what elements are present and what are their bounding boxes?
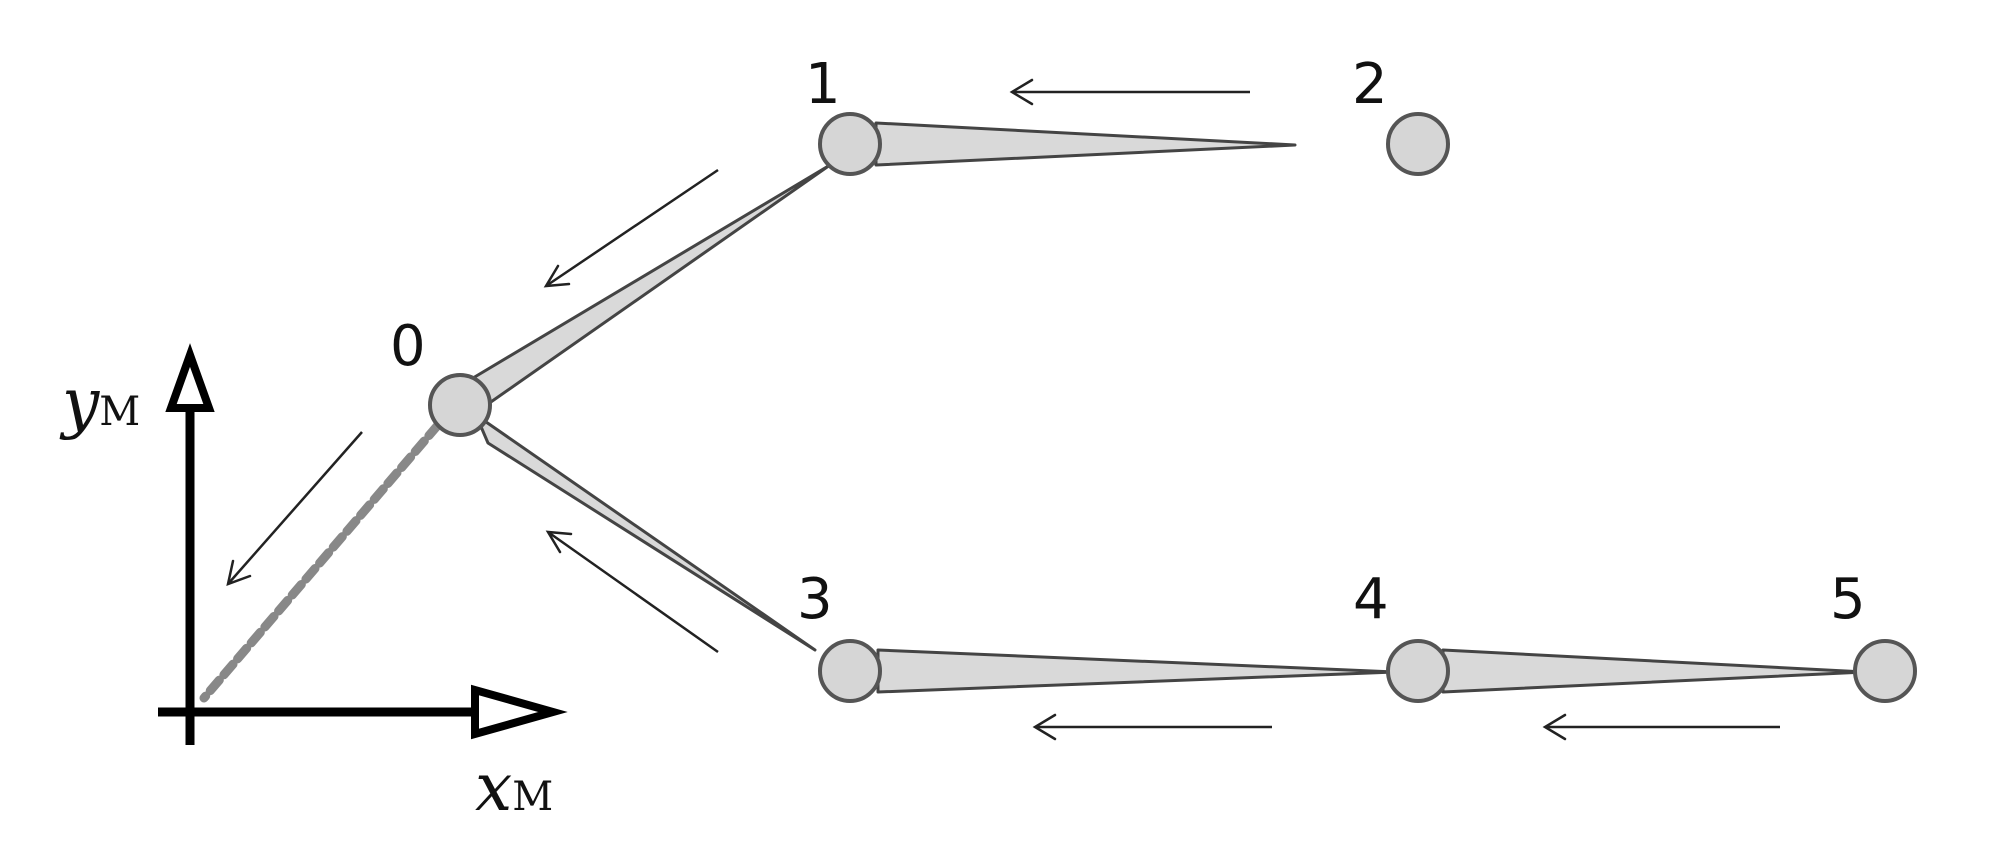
node-label-5: 5 <box>1830 567 1866 632</box>
flow-arrow-0-to-origin <box>226 431 363 586</box>
link-3-0 <box>474 413 817 652</box>
joint-0 <box>428 373 492 437</box>
joint-1 <box>818 112 882 176</box>
x-axis-arrowhead <box>471 684 568 740</box>
coordinate-frame: yM xM <box>59 343 568 826</box>
node-label-1: 1 <box>805 52 841 117</box>
flow-arrow-2-to-1 <box>1009 78 1250 106</box>
link-4-3 <box>876 648 1397 694</box>
joint-2 <box>1386 112 1450 176</box>
y-axis-symbol: y <box>59 364 100 441</box>
flow-arrow-1-to-0 <box>543 168 719 288</box>
node-labels: 0 1 2 3 4 5 <box>390 52 1866 632</box>
root-link-dashed <box>199 420 443 703</box>
link-1-0 <box>471 163 832 406</box>
joint-5 <box>1853 639 1917 703</box>
x-axis-subscript: M <box>512 774 553 820</box>
node-label-2: 2 <box>1352 52 1388 117</box>
flow-arrow-4-to-3 <box>1032 713 1272 741</box>
x-axis-label: xM <box>475 749 553 826</box>
flow-arrow-3-to-0 <box>545 530 719 654</box>
joint-3 <box>818 639 882 703</box>
node-label-3: 3 <box>797 567 833 632</box>
links <box>471 121 1867 694</box>
y-axis-arrowhead <box>165 343 215 412</box>
y-axis-label: yM <box>59 364 140 441</box>
y-axis-subscript: M <box>99 389 140 435</box>
joints <box>428 112 1917 703</box>
joint-4 <box>1386 639 1450 703</box>
x-axis-symbol: x <box>475 749 512 826</box>
flow-arrows <box>226 78 1780 741</box>
node-label-4: 4 <box>1353 567 1389 632</box>
link-2-1 <box>874 121 1297 167</box>
flow-arrow-5-to-4 <box>1542 713 1780 741</box>
node-label-0: 0 <box>390 314 426 379</box>
link-5-4 <box>1441 648 1867 694</box>
